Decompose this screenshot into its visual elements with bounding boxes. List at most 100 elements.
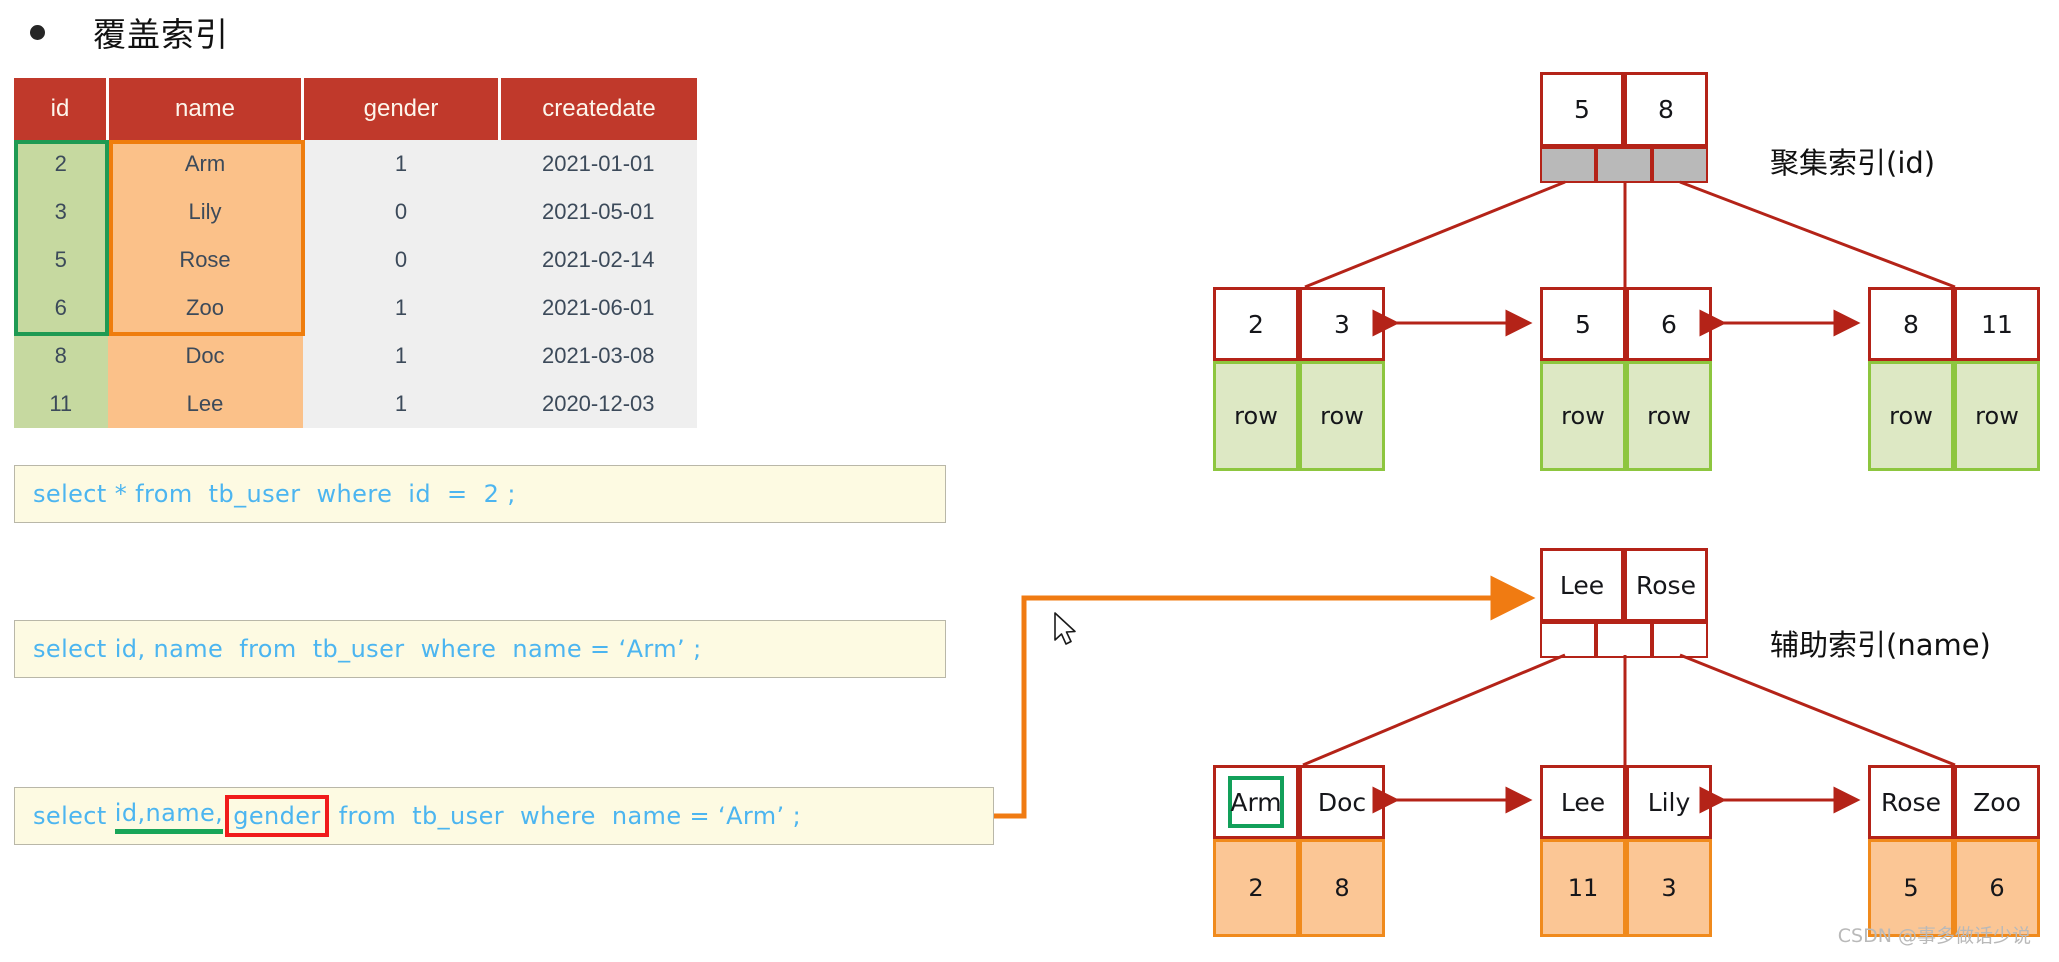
secondary-leaf-2-row-1: 6 [1954, 839, 2040, 937]
column-header-name: name [107, 78, 304, 140]
cell-id: 8 [14, 332, 108, 380]
cell-id: 6 [14, 284, 108, 332]
secondary-leaf-0-data: 2 8 [1213, 839, 1385, 937]
clustered-leaf-2-row-1: row [1954, 361, 2040, 471]
sql-statement-2: select id, name from tb_user where name … [14, 620, 946, 678]
cell-gender: 1 [302, 140, 500, 188]
name-column-highlight [109, 140, 305, 336]
secondary-root-keys: Lee Rose [1540, 548, 1708, 622]
clustered-leaf-1-key-0: 5 [1540, 287, 1626, 361]
clustered-leaf-1-key-1: 6 [1626, 287, 1712, 361]
clustered-leaf-2-data: row row [1868, 361, 2040, 471]
clustered-root-key-1: 8 [1624, 72, 1708, 147]
id-column-highlight [14, 140, 109, 336]
cell-name: Lily [107, 188, 303, 236]
clustered-leaf-2-keys: 8 11 [1868, 287, 2040, 361]
page-heading: 覆盖索引 [30, 8, 229, 56]
cell-id: 5 [14, 236, 108, 284]
clustered-leaf-node-1: 5 6 row row [1540, 287, 1712, 471]
secondary-index-label: 辅助索引(name) [1770, 628, 1991, 662]
sql-text-3-tail: from tb_user where name = ‘Arm’ ; [330, 802, 802, 830]
secondary-root-key-0: Lee [1540, 548, 1624, 622]
clustered-leaf-0-keys: 2 3 [1213, 287, 1385, 361]
cell-name: Arm [107, 140, 303, 188]
column-header-id: id [14, 78, 109, 140]
clustered-root-pointer-2 [1652, 147, 1708, 183]
cell-id: 2 [14, 140, 108, 188]
cell-createdate: 2021-02-14 [499, 236, 697, 284]
clustered-leaf-1-row-1: row [1626, 361, 1712, 471]
clustered-tree-edges [1304, 180, 1956, 289]
clustered-leaf-0-key-0: 2 [1213, 287, 1299, 361]
sql-text-3-lead: select [33, 802, 115, 830]
clustered-index-label: 聚集索引(id) [1770, 146, 1936, 180]
secondary-leaf-0-row-0: 2 [1213, 839, 1299, 937]
secondary-leaf-2-key-1: Zoo [1954, 765, 2040, 839]
clustered-leaf-1-data: row row [1540, 361, 1712, 471]
secondary-leaf-node-0: Arm Doc 2 8 [1213, 765, 1385, 937]
clustered-root-pointers [1540, 147, 1708, 183]
clustered-leaf-0-data: row row [1213, 361, 1385, 471]
secondary-leaf-0-keys: Arm Doc [1213, 765, 1385, 839]
clustered-root-pointer-0 [1540, 147, 1596, 183]
watermark: CSDN @事多做话少说 [1837, 925, 2031, 947]
cell-gender: 0 [302, 236, 500, 284]
secondary-leaf-0-key-0-cell: Arm [1213, 765, 1299, 839]
cell-name: Doc [107, 332, 303, 380]
clustered-root-node: 5 8 [1540, 72, 1708, 183]
sql-statement-1: select * from tb_user where id = 2 ; [14, 465, 946, 523]
secondary-root-node: Lee Rose [1540, 548, 1708, 658]
secondary-root-key-1: Rose [1624, 548, 1708, 622]
cell-name: Lee [107, 380, 303, 428]
sql-statement-3: select id,name,gender from tb_user where… [14, 787, 994, 845]
clustered-root-keys: 5 8 [1540, 72, 1708, 147]
clustered-leaf-0-key-1: 3 [1299, 287, 1385, 361]
column-header-gender: gender [302, 78, 501, 140]
secondary-leaf-2-key-0: Rose [1868, 765, 1954, 839]
sql-boxed-gender: gender [225, 795, 329, 837]
secondary-leaf-node-2: Rose Zoo 5 6 [1868, 765, 2040, 937]
secondary-leaf-2-row-0: 5 [1868, 839, 1954, 937]
column-header-createdate: createdate [499, 78, 697, 140]
clustered-leaf-2-key-1: 11 [1954, 287, 2040, 361]
clustered-leaf-0-row-1: row [1299, 361, 1385, 471]
cell-gender: 1 [302, 284, 500, 332]
secondary-root-pointer-2 [1652, 622, 1708, 658]
sql-text-1: select * from tb_user where id = 2 ; [33, 480, 516, 508]
secondary-leaf-1-row-1: 3 [1626, 839, 1712, 937]
secondary-leaf-1-key-1: Lily [1626, 765, 1712, 839]
secondary-root-pointer-0 [1540, 622, 1596, 658]
clustered-leaf-1-keys: 5 6 [1540, 287, 1712, 361]
bullet-dot-icon [30, 24, 45, 40]
clustered-leaf-1-row-0: row [1540, 361, 1626, 471]
cell-name: Zoo [107, 284, 303, 332]
cell-gender: 1 [302, 332, 500, 380]
cell-createdate: 2020-12-03 [499, 380, 697, 428]
cell-gender: 1 [302, 380, 500, 428]
sql-underlined-columns: id,name, [114, 799, 224, 834]
secondary-tree-edges [1302, 653, 1956, 767]
cell-id: 3 [14, 188, 108, 236]
cell-createdate: 2021-03-08 [499, 332, 697, 380]
secondary-leaf-node-1: Lee Lily 11 3 [1540, 765, 1712, 937]
mouse-pointer-icon [1054, 612, 1076, 645]
secondary-leaf-1-keys: Lee Lily [1540, 765, 1712, 839]
secondary-leaf-1-row-0: 11 [1540, 839, 1626, 937]
cell-gender: 0 [302, 188, 500, 236]
clustered-leaf-0-row-0: row [1213, 361, 1299, 471]
secondary-leaf-2-data: 5 6 [1868, 839, 2040, 937]
secondary-root-pointer-1 [1596, 622, 1652, 658]
secondary-leaf-0-key-0-highlight: Arm [1228, 776, 1284, 828]
table-header-row: id name gender createdate [14, 78, 697, 140]
clustered-root-key-0: 5 [1540, 72, 1624, 147]
sql-text-2: select id, name from tb_user where name … [33, 635, 702, 663]
cell-createdate: 2021-05-01 [499, 188, 697, 236]
secondary-leaf-0-row-1: 8 [1299, 839, 1385, 937]
secondary-leaf-1-key-0: Lee [1540, 765, 1626, 839]
